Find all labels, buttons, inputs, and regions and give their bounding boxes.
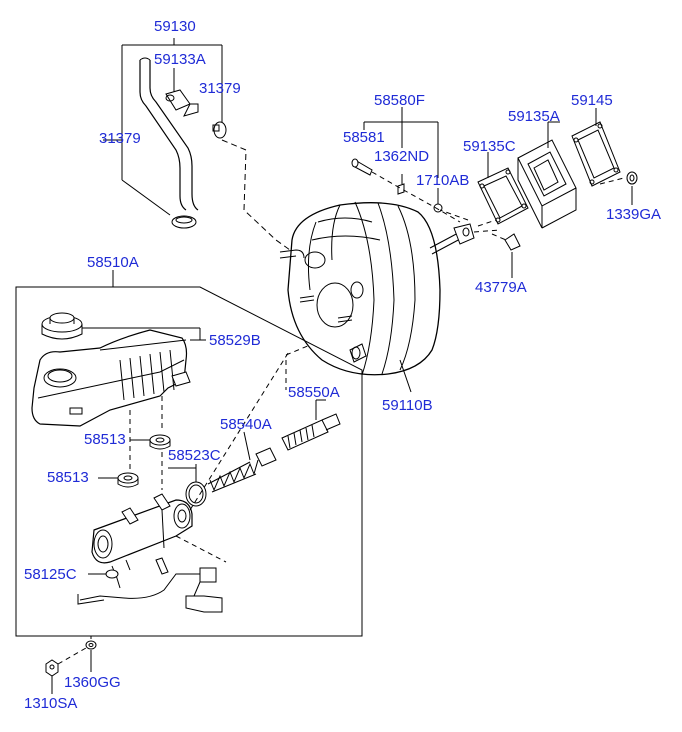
part-label-58523c[interactable]: 58523C bbox=[168, 447, 221, 464]
part-label-58513-upper[interactable]: 58513 bbox=[84, 431, 126, 448]
part-label-43779a[interactable]: 43779A bbox=[475, 279, 527, 296]
part-label-59133a[interactable]: 59133A bbox=[154, 51, 206, 68]
part-label-59130[interactable]: 59130 bbox=[154, 18, 196, 35]
part-label-59135a[interactable]: 59135A bbox=[508, 108, 560, 125]
piston-parts bbox=[185, 400, 341, 507]
part-label-1339ga[interactable]: 1339GA bbox=[606, 206, 662, 223]
part-label-58125c[interactable]: 58125C bbox=[24, 566, 77, 583]
grommets bbox=[98, 434, 171, 488]
part-label-58513-lower[interactable]: 58513 bbox=[47, 469, 89, 486]
gasket-group bbox=[477, 108, 638, 278]
part-label-1310sa[interactable]: 1310SA bbox=[24, 695, 78, 712]
part-label-31379-lower[interactable]: 31379 bbox=[99, 130, 141, 147]
part-label-58581[interactable]: 58581 bbox=[343, 129, 385, 146]
clevis-pin-group bbox=[351, 107, 461, 223]
leader-lines bbox=[168, 172, 439, 469]
part-label-59110b[interactable]: 59110B bbox=[382, 397, 433, 414]
part-label-58540a[interactable]: 58540A bbox=[220, 416, 272, 433]
bottom-fasteners bbox=[45, 636, 97, 694]
vacuum-hose-group bbox=[103, 38, 291, 251]
brake-booster bbox=[279, 201, 521, 393]
part-label-1362nd[interactable]: 1362ND bbox=[374, 148, 430, 165]
part-label-58510a[interactable]: 58510A bbox=[87, 254, 139, 271]
part-label-31379-upper[interactable]: 31379 bbox=[199, 80, 241, 97]
part-label-59145[interactable]: 59145 bbox=[571, 92, 613, 109]
master-cylinder-box bbox=[15, 270, 363, 637]
part-label-58529b[interactable]: 58529B bbox=[209, 332, 261, 349]
part-label-59135c[interactable]: 59135C bbox=[463, 138, 516, 155]
reservoir bbox=[31, 312, 201, 490]
part-label-58580f[interactable]: 58580F bbox=[374, 92, 425, 109]
part-label-58550a[interactable]: 58550A bbox=[288, 384, 340, 401]
master-cylinder bbox=[77, 349, 291, 613]
part-label-1360gg[interactable]: 1360GG bbox=[64, 674, 121, 691]
part-label-1710ab[interactable]: 1710AB bbox=[416, 172, 470, 189]
